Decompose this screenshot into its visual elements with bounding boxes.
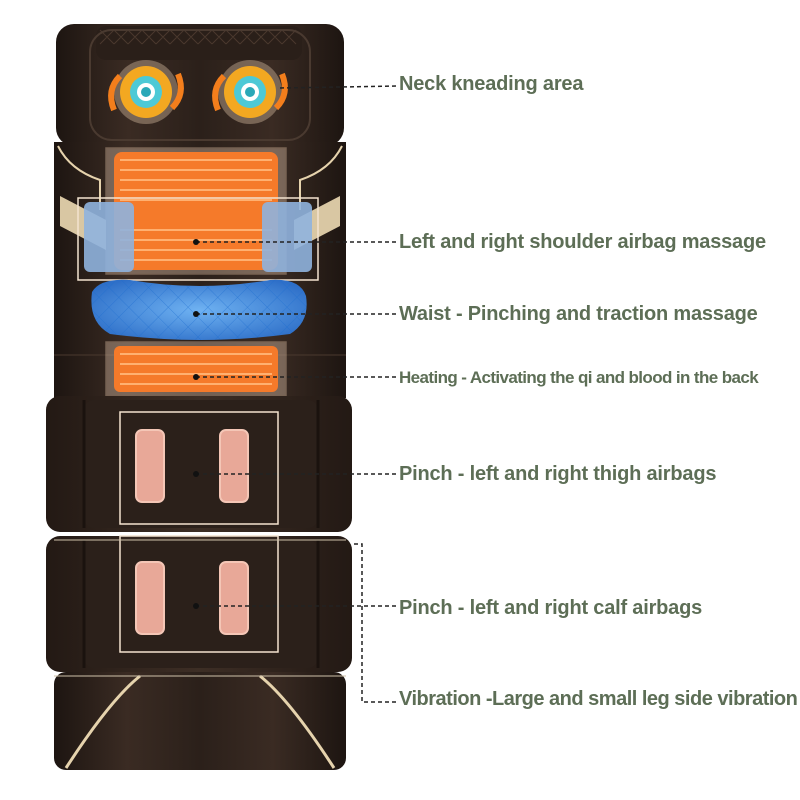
foot-section xyxy=(54,672,346,770)
callout-leg-vibration: Vibration -Large and small leg side vibr… xyxy=(399,688,798,710)
neck-roller-left xyxy=(108,60,184,124)
callout-neck-kneading: Neck kneading area xyxy=(399,73,584,95)
heating-zone-lower xyxy=(105,341,287,397)
headrest xyxy=(56,24,344,146)
callout-calf-airbags: Pinch - left and right calf airbags xyxy=(399,597,703,619)
waist-traction-pad xyxy=(91,279,307,340)
shoulder-airbags xyxy=(77,197,319,281)
callout-shoulder-airbag: Left and right shoulder airbag massage xyxy=(399,231,766,253)
callout-thigh-airbags: Pinch - left and right thigh airbags xyxy=(399,463,717,485)
callout-heating: Heating - Activating the qi and blood in… xyxy=(399,368,759,387)
heating-zone-upper xyxy=(105,147,287,275)
callout-dots xyxy=(193,239,199,609)
callout-waist-traction: Waist - Pinching and traction massage xyxy=(399,303,758,325)
thigh-section xyxy=(46,396,352,532)
calf-section xyxy=(46,535,352,672)
neck-roller-right xyxy=(212,60,288,124)
callout-lines xyxy=(196,85,399,703)
